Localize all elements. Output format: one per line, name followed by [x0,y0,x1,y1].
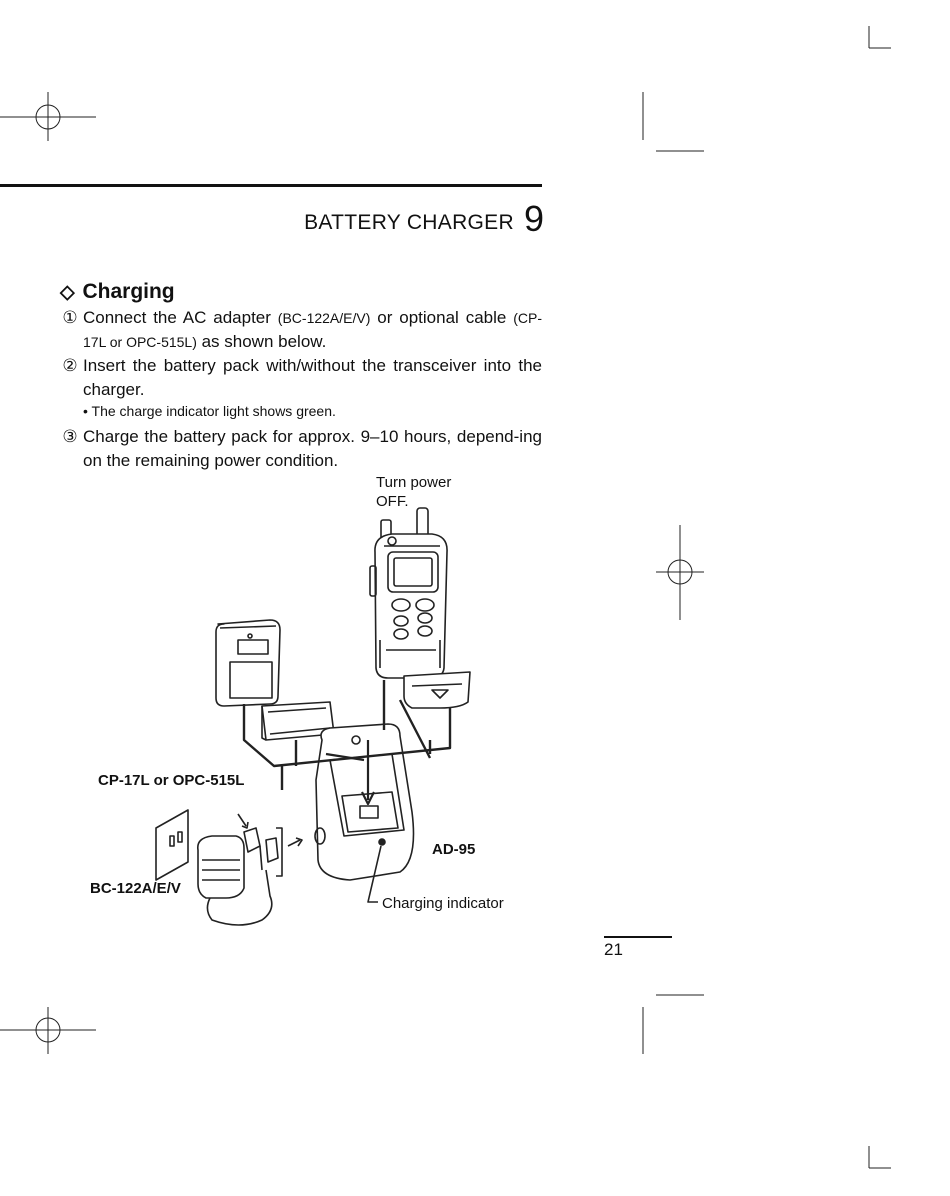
chapter-title: BATTERY CHARGER [304,211,514,234]
page-number: 21 [604,940,623,959]
transceiver-illustration [369,507,448,679]
note-text: • The charge indicator light shows green… [83,403,336,419]
spacer-illustration [261,701,335,741]
cable-plug-illustration [243,827,303,877]
section-heading: ◇ Charging [60,280,175,304]
chapter-number: 9 [523,198,544,239]
charger-illustration [314,723,415,881]
cup-insert-illustration [403,671,471,709]
turn-power-label-line1: Turn power [376,474,452,491]
step-text: Connect the AC adapter (BC-122A/E/V) or … [83,308,542,351]
cable-label: CP-17L or OPC-515L [98,772,245,789]
charger-label: AD-95 [432,841,476,858]
chapter-header: BATTERY CHARGER 9 [292,198,544,240]
step-3: ③ Charge the battery pack for approx. 9–… [60,425,542,473]
step-text: Charge the battery pack for approx. 9–10… [83,427,542,470]
section-title: Charging [82,280,175,303]
ac-adapter-illustration [196,835,273,926]
step-text: Insert the battery pack with/without the… [83,356,542,399]
header-rule [0,184,542,187]
step-number: ② [62,356,78,375]
step-number: ③ [62,427,78,446]
step-1: ① Connect the AC adapter (BC-122A/E/V) o… [60,306,542,354]
battery-pack-illustration [215,619,281,707]
wall-outlet-illustration [155,809,189,881]
page-number-rule [604,936,672,938]
charging-indicator-label: Charging indicator [382,895,504,912]
diamond-icon: ◇ [60,282,75,303]
adapter-label: BC-122A/E/V [90,880,181,897]
turn-power-label-line2: OFF. [376,493,409,510]
step-2: ② Insert the battery pack with/without t… [60,354,542,402]
step-number: ① [62,308,78,327]
